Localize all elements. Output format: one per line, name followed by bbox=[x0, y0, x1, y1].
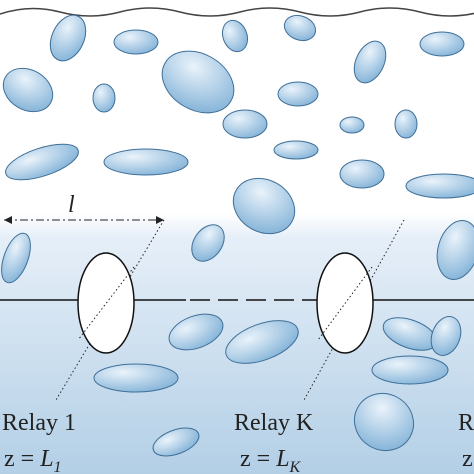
bubble bbox=[221, 19, 249, 53]
relay-k-axis-inner bbox=[317, 266, 373, 341]
distance-label: l bbox=[68, 192, 75, 218]
bubble bbox=[371, 355, 449, 385]
relay-1-lens bbox=[77, 252, 135, 354]
bubble bbox=[103, 148, 189, 176]
bubble bbox=[353, 40, 387, 84]
bubble bbox=[93, 363, 179, 393]
relay-k-equation: z = LK bbox=[240, 446, 302, 474]
bubble bbox=[161, 50, 235, 114]
bubble bbox=[152, 427, 200, 457]
bubble bbox=[339, 159, 385, 189]
relay-1-axis-inner bbox=[77, 266, 135, 341]
bubble bbox=[113, 29, 159, 55]
bubble bbox=[191, 224, 225, 262]
water-surface-line bbox=[0, 7, 474, 17]
relay-k-eq-prefix: z = bbox=[240, 446, 276, 472]
bubble bbox=[2, 67, 54, 113]
bubble bbox=[436, 220, 474, 280]
bubble bbox=[92, 83, 116, 113]
bubble bbox=[277, 81, 319, 107]
bubble bbox=[232, 177, 296, 235]
bubble bbox=[394, 109, 418, 139]
distance-arrow-head-left bbox=[4, 216, 12, 224]
bubble bbox=[5, 143, 79, 181]
bubble bbox=[405, 173, 474, 199]
relay-1-eq-prefix: z = bbox=[4, 446, 40, 472]
relay-k-eq-sub: K bbox=[289, 459, 302, 474]
relay-1-eq-var: L bbox=[39, 446, 53, 472]
bubble bbox=[168, 313, 224, 351]
relay-k-name: Relay K bbox=[234, 410, 314, 436]
bubble bbox=[49, 14, 87, 62]
bubbles bbox=[1, 14, 474, 457]
bubble bbox=[222, 109, 268, 139]
relay-1-name: Relay 1 bbox=[2, 410, 76, 436]
bubble bbox=[419, 31, 465, 57]
relay-1-equation: z = L1 bbox=[4, 446, 62, 474]
bubble bbox=[273, 140, 319, 160]
bubble bbox=[283, 14, 317, 42]
relay-k-eq-var: L bbox=[275, 446, 289, 472]
bubble bbox=[430, 316, 462, 356]
bubble bbox=[339, 116, 365, 134]
distance-arrow-head-right bbox=[156, 216, 164, 224]
bubble bbox=[1, 232, 31, 284]
relay-next-eq-fragment: z bbox=[462, 446, 473, 472]
bubble bbox=[353, 392, 415, 452]
relay-next-fragment: R bbox=[458, 410, 474, 436]
bubble bbox=[225, 320, 299, 364]
relay-1-eq-sub: 1 bbox=[54, 459, 62, 474]
